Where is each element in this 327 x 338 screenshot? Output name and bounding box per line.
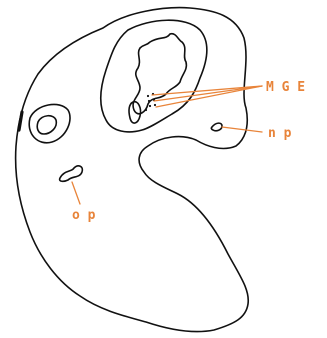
ventricle-lumen <box>133 34 186 114</box>
embryo-outer-outline <box>16 8 249 332</box>
label-mge: M G E <box>266 80 305 95</box>
label-np: n p <box>268 126 292 141</box>
op-pointer-line <box>72 182 80 204</box>
np-pointer-line <box>222 127 262 132</box>
left-edge-mark <box>19 112 22 130</box>
eye-outer-outline <box>29 104 70 142</box>
eye-inner-outline <box>37 116 56 134</box>
op-structure <box>60 166 83 181</box>
label-op: o p <box>72 208 96 223</box>
np-structure <box>211 123 222 131</box>
head-region-outline <box>101 20 207 132</box>
